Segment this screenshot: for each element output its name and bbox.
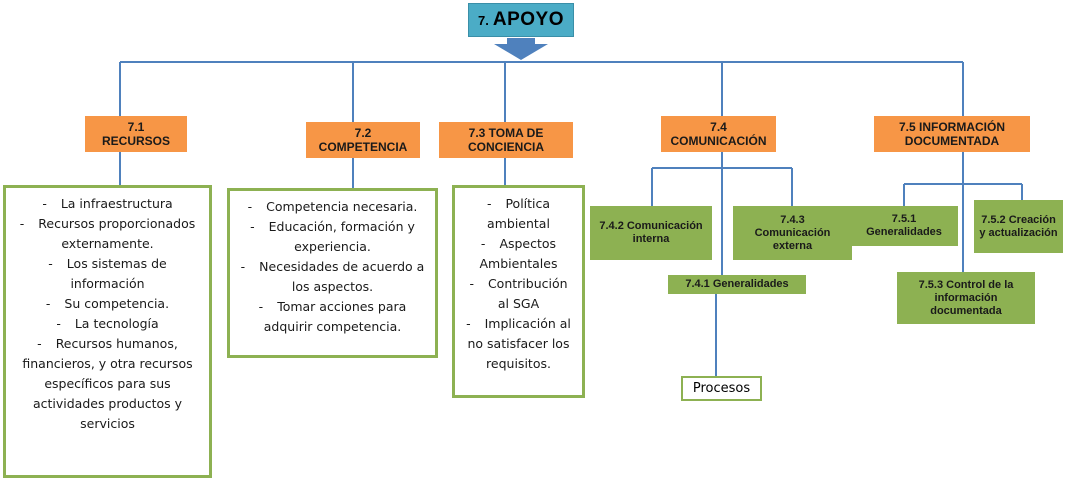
list-item: Los sistemas de información — [12, 254, 203, 294]
section-competencia: 7.2 COMPETENCIA — [306, 122, 420, 158]
comunicacion-generalidades-box: 7.4.1 Generalidades — [668, 275, 806, 294]
list-item: Contribución al SGA — [463, 274, 574, 314]
list-item: Necesidades de acuerdo a los aspectos. — [236, 257, 429, 297]
comunicacion-interna-label: 7.4.2 Comunicación interna — [599, 220, 703, 245]
list-item: Tomar acciones para adquirir competencia… — [236, 297, 429, 337]
list-item: La infraestructura — [12, 194, 203, 214]
section-comunicacion-id: 7.4 — [710, 120, 727, 134]
section-recursos-label: RECURSOS — [101, 134, 170, 148]
section-recursos: 7.1 RECURSOS — [85, 116, 187, 152]
section-toma-de-conciencia: 7.3 TOMA DE CONCIENCIA — [439, 122, 573, 158]
section-comunicacion: 7.4 COMUNICACIÓN — [661, 116, 776, 152]
recursos-list: La infraestructura Recursos proporcionad… — [3, 185, 212, 478]
title-word: APOYO — [492, 9, 564, 30]
section-informacion-documentada: 7.5 INFORMACIÓN DOCUMENTADA — [874, 116, 1030, 152]
list-item: Implicación al no satisfacer los requisi… — [463, 314, 574, 374]
section-comunicacion-label: COMUNICACIÓN — [670, 134, 767, 148]
section-recursos-id: 7.1 — [127, 120, 145, 134]
informacion-control-box: 7.5.3 Control de la información document… — [897, 272, 1035, 324]
list-item: Política ambiental — [463, 194, 574, 234]
section-competencia-label: COMPETENCIA — [318, 140, 408, 154]
list-item: Educación, formación y experiencia. — [236, 217, 429, 257]
comunicacion-generalidades-label: 7.4.1 Generalidades — [685, 278, 789, 290]
down-arrow-icon — [494, 38, 548, 60]
informacion-generalidades-label: 7.5.1 Generalidades — [866, 213, 942, 238]
title-number: 7. — [478, 12, 489, 28]
competencia-list: Competencia necesaria. Educación, formac… — [227, 188, 438, 358]
list-item: Su competencia. — [12, 294, 203, 314]
informacion-creacion-label: 7.5.2 Creación y actualización — [979, 213, 1058, 239]
comunicacion-externa-label: 7.4.3 Comunicación externa — [754, 213, 831, 252]
procesos-label: Procesos — [692, 381, 751, 396]
list-item: Aspectos Ambientales — [463, 234, 574, 274]
page-title: 7. APOYO — [468, 3, 574, 37]
procesos-box: Procesos — [681, 376, 762, 401]
informacion-creacion-box: 7.5.2 Creación y actualización — [974, 200, 1063, 253]
list-item: Recursos humanos, financieros, y otra re… — [12, 334, 203, 434]
list-item: Competencia necesaria. — [236, 197, 429, 217]
section-conciencia-label: 7.3 TOMA DE CONCIENCIA — [467, 126, 544, 154]
section-competencia-id: 7.2 — [354, 126, 372, 140]
informacion-control-label: 7.5.3 Control de la información document… — [918, 278, 1014, 317]
comunicacion-externa-box: 7.4.3 Comunicación externa — [733, 206, 852, 260]
list-item: Recursos proporcionados externamente. — [12, 214, 203, 254]
conciencia-list: Política ambiental Aspectos Ambientales … — [452, 185, 585, 398]
informacion-generalidades-box: 7.5.1 Generalidades — [850, 206, 958, 246]
section-informacion-label: 7.5 INFORMACIÓN DOCUMENTADA — [898, 120, 1005, 148]
list-item: La tecnología — [12, 314, 203, 334]
comunicacion-interna-box: 7.4.2 Comunicación interna — [590, 206, 712, 260]
